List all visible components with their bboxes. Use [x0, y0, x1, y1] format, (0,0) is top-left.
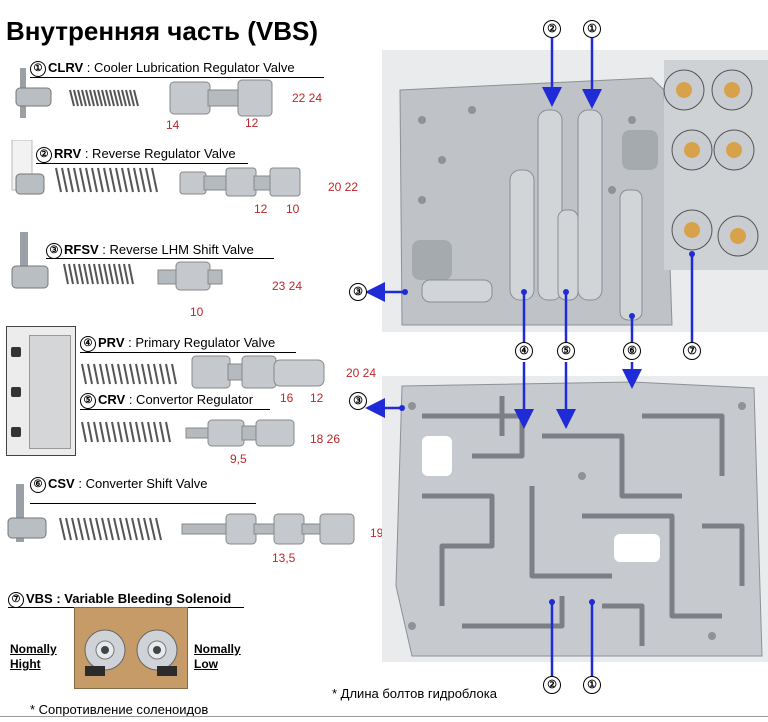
- size-label: 12: [254, 202, 268, 216]
- clrv-parts-drawing: [15, 68, 273, 118]
- valve-abbr: CSV: [48, 476, 75, 491]
- valve-abbr: VBS: [26, 591, 53, 606]
- solenoid-icons: [84, 629, 178, 676]
- valve-name: : Convertor Regulator: [125, 392, 254, 407]
- callout-3-upper: ③: [349, 283, 367, 301]
- valve-name: : Converter Shift Valve: [74, 476, 208, 491]
- size-label: 14: [166, 118, 180, 132]
- size-label: 10: [190, 305, 204, 319]
- crv-parts-drawing: [81, 419, 295, 447]
- bottom-divider: [0, 716, 768, 717]
- valve-number: ②: [36, 146, 52, 163]
- valve-name: : Primary Regulator Valve: [124, 335, 276, 350]
- size-label: 16: [280, 391, 294, 405]
- callout-6: ⑥: [623, 342, 641, 360]
- size-label: 23 24: [272, 279, 303, 293]
- callout-5: ⑤: [557, 342, 575, 360]
- valve-name: : Variable Bleeding Solenoid: [52, 591, 232, 606]
- heading-underline: [80, 352, 296, 353]
- vbs-normally-high-label: Nomally Hight: [10, 642, 57, 671]
- size-label: 9,5: [230, 452, 247, 466]
- note-solenoid-resistance: * Сопротивление соленоидов: [30, 702, 209, 717]
- note-bolt-length: * Длина болтов гидроблока: [332, 686, 497, 701]
- size-label: 18 26: [310, 432, 341, 446]
- valve-abbr: RRV: [54, 146, 82, 161]
- bolt-icon: [11, 347, 21, 357]
- page-title: Внутренняя часть (VBS): [6, 16, 319, 46]
- size-label: 12: [310, 391, 324, 405]
- callout-4: ④: [515, 342, 533, 360]
- valve-number: ④: [80, 335, 96, 352]
- upper-valve-body-photo: [382, 50, 768, 332]
- callout-3-lower: ③: [349, 392, 367, 410]
- bolt-icon: [11, 427, 21, 437]
- valve-name: : Reverse LHM Shift Valve: [98, 242, 254, 257]
- valve-abbr: RFSV: [64, 242, 99, 257]
- heading-underline: [80, 409, 270, 410]
- rfsv-parts-drawing: [11, 232, 223, 291]
- callout-1-top: ①: [583, 20, 601, 38]
- valve-number: ③: [46, 242, 62, 259]
- valve-abbr: CRV: [98, 392, 126, 407]
- valve-number: ⑥: [30, 476, 46, 493]
- callout-1-bottom: ①: [583, 676, 601, 694]
- prv-parts-drawing: [81, 355, 325, 389]
- valve-name: : Cooler Lubrication Regulator Valve: [83, 60, 295, 75]
- valve-abbr: CLRV: [48, 60, 84, 75]
- plate: [29, 335, 71, 449]
- callout-2-bottom: ②: [543, 676, 561, 694]
- heading-underline: [46, 258, 274, 259]
- valve-abbr: PRV: [98, 335, 125, 350]
- size-label: 20 22: [328, 180, 359, 194]
- size-label: 13,5: [272, 551, 296, 565]
- bolt-icon: [11, 387, 21, 397]
- size-label: 10: [286, 202, 300, 216]
- csv-parts-drawing: [7, 484, 355, 545]
- bolts-photo: [6, 326, 76, 456]
- vbs-normally-low-label: Nomally Low: [194, 642, 241, 671]
- size-label: 12: [245, 116, 259, 130]
- vbs-photo: [74, 607, 188, 689]
- heading-underline: [36, 163, 248, 164]
- size-label: 22 24: [292, 91, 323, 105]
- rrv-parts-drawing: [11, 140, 301, 197]
- size-label: 20 24: [346, 366, 377, 380]
- valve-number: ⑤: [80, 392, 96, 409]
- valve-name: : Reverse Regulator Valve: [81, 146, 236, 161]
- heading-underline: [30, 503, 256, 504]
- callout-2-top: ②: [543, 20, 561, 38]
- heading-underline: [30, 77, 324, 78]
- callout-7: ⑦: [683, 342, 701, 360]
- valve-number: ①: [30, 60, 46, 77]
